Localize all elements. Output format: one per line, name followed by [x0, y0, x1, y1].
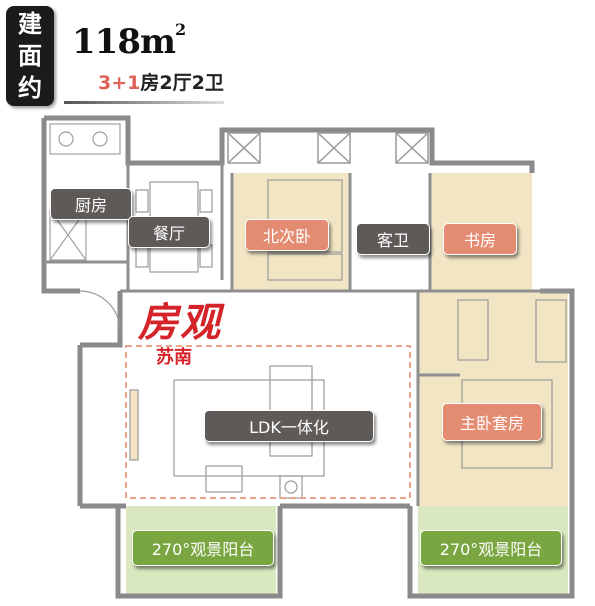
- layout-description: 3+1房2厅2卫: [98, 68, 224, 95]
- header-underline: [64, 101, 224, 104]
- room-tag-north-bedroom: 北次卧: [245, 219, 329, 251]
- room-tag-dining: 餐厅: [128, 216, 210, 248]
- room-tag-study: 书房: [443, 223, 517, 255]
- windows: [227, 132, 429, 164]
- brand-watermark-sub: 苏南: [156, 347, 192, 368]
- area-value: 118m2: [72, 19, 186, 62]
- room-tag-master-suite: 主卧套房: [442, 403, 542, 441]
- room-tag-ldk: LDK一体化: [204, 410, 374, 442]
- entry-door-arc: [79, 290, 121, 332]
- north-bedroom-bed: [267, 179, 343, 281]
- room-tag-kitchen: 厨房: [50, 188, 132, 220]
- ldk-dashed-outline: [125, 345, 411, 499]
- room-tag-balcony-right: 270°观景阳台: [420, 530, 562, 566]
- area-number: 118m: [72, 22, 176, 62]
- outer-walls: [41, 115, 575, 599]
- badge-char-3: 约: [18, 74, 42, 102]
- room-tag-balcony-left: 270°观景阳台: [132, 530, 274, 566]
- brand-watermark: 房观: [138, 299, 222, 346]
- badge-char-2: 面: [18, 42, 42, 70]
- master-suite-fill: [418, 291, 568, 506]
- room-tag-guest-bath: 客卫: [356, 223, 430, 255]
- layout-highlight: 3+1: [98, 72, 141, 94]
- badge-char-1: 建: [18, 10, 42, 38]
- layout-rest: 房2厅2卫: [140, 72, 224, 94]
- inner-walls: [44, 163, 572, 506]
- area-badge: 建 面 约: [6, 6, 54, 106]
- area-superscript: 2: [174, 19, 186, 39]
